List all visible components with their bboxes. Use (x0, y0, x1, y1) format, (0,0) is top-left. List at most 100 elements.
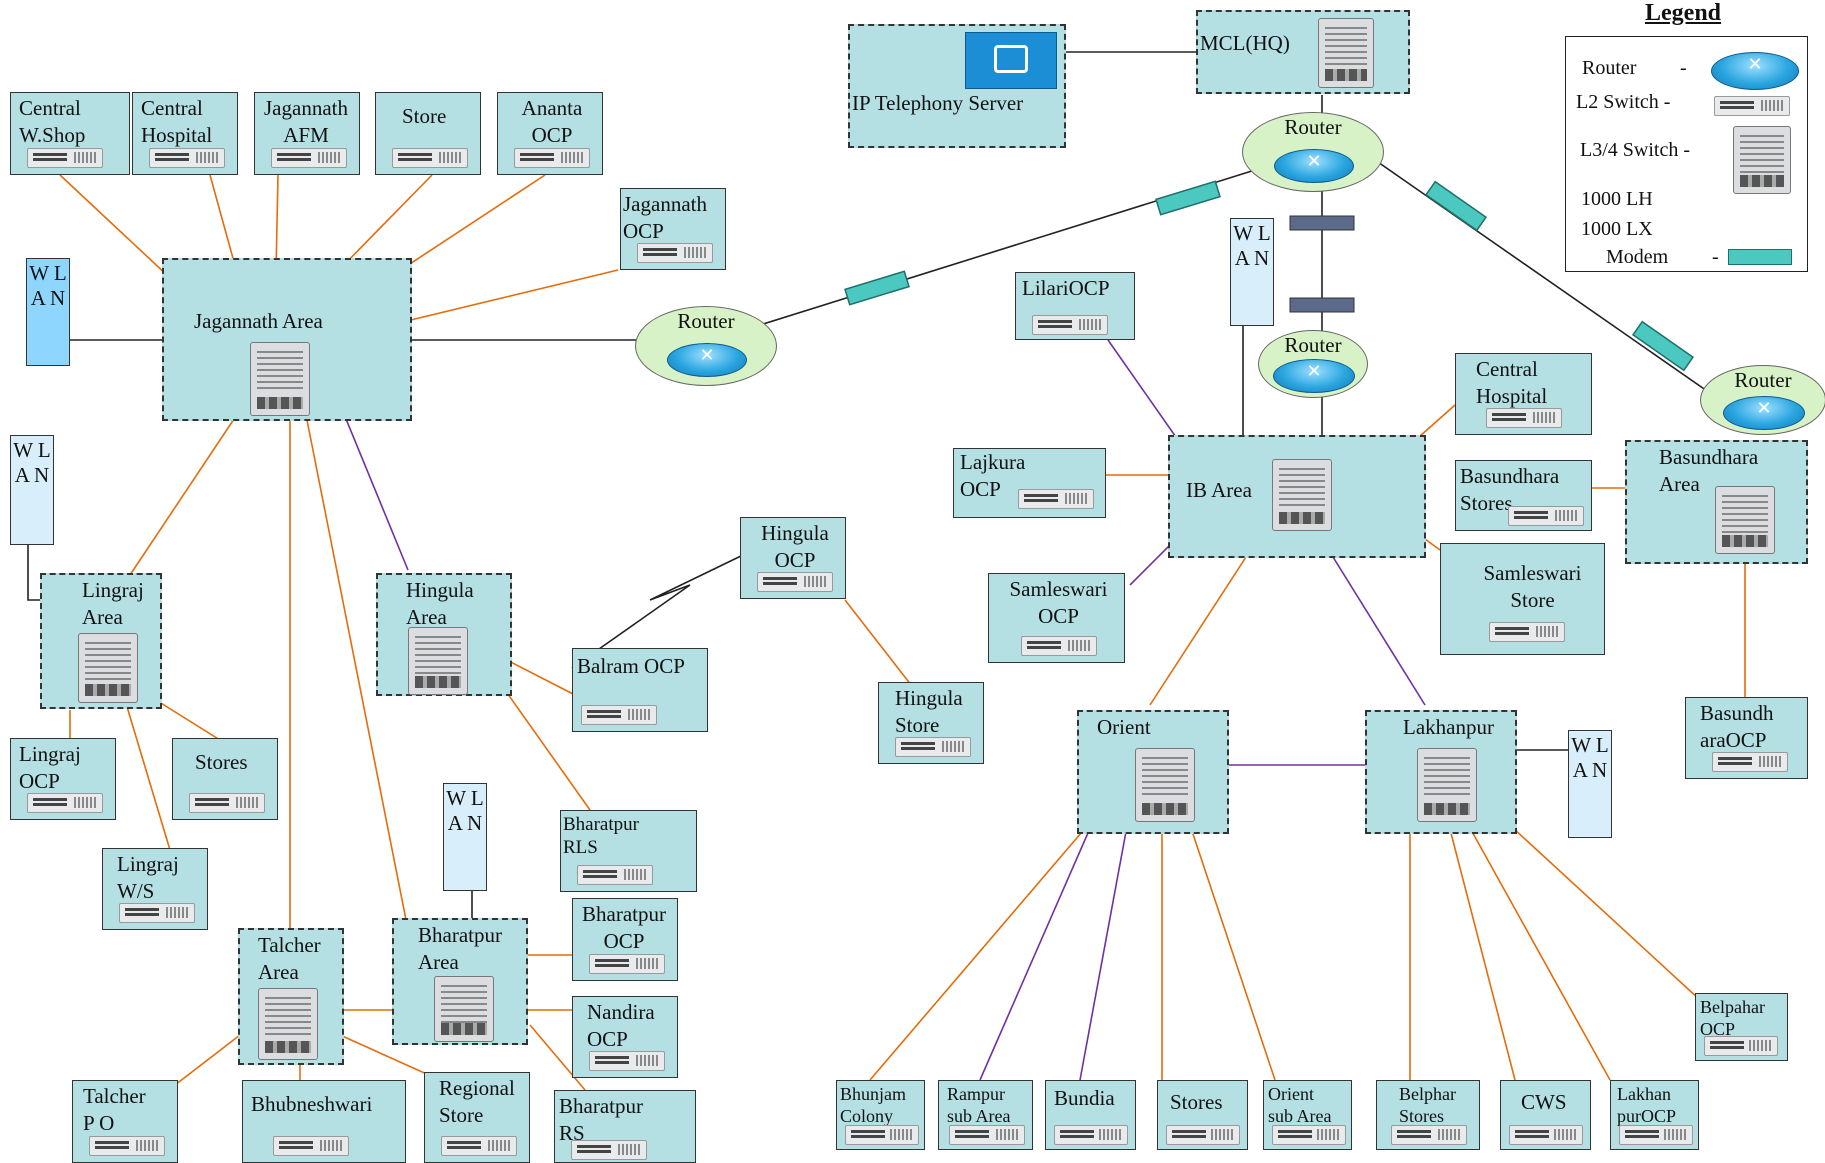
node-label: Balram OCP (577, 654, 685, 678)
router-icon (1273, 359, 1355, 393)
link-belpahar (1487, 804, 1701, 1001)
l2-switch-icon (271, 148, 347, 168)
node-label: Central W.Shop (19, 96, 86, 147)
wlan-jagannath: W L A N (26, 258, 70, 366)
link-orient-sub (1184, 809, 1276, 1081)
l3-switch-icon (434, 976, 494, 1042)
l2-switch-icon (1391, 1125, 1467, 1145)
ip-phone-icon (965, 32, 1057, 89)
node-label: Lingraj W/S (117, 852, 179, 903)
l2-switch-icon (1018, 489, 1094, 509)
node-label: Stores (1170, 1090, 1223, 1114)
l2-switch-icon (392, 148, 468, 168)
node-label: Bhubneshwari (251, 1092, 373, 1116)
legend-l3: L3/4 Switch - (1580, 139, 1690, 161)
router-ib: Router (1258, 330, 1368, 398)
l3-switch-icon (1318, 18, 1374, 88)
node-label: Regional Store (439, 1076, 515, 1127)
node-label: Lajkura OCP (960, 450, 1026, 501)
l3-switch-icon (250, 342, 310, 416)
node-orient: Orient (1077, 710, 1229, 834)
link-lingraj-area (119, 409, 241, 591)
node-bhubneshwari: Bhubneshwari (242, 1080, 406, 1163)
node-label: Jagannath Area (194, 309, 323, 333)
wlan-lakhanpur: W L A N (1568, 730, 1612, 838)
node-lingraj-area: Lingraj Area (40, 573, 162, 709)
node-central-hospital-ib: Central Hospital (1455, 353, 1592, 435)
modem-1 (844, 270, 910, 306)
node-lakhanpur-ocp: Lakhan purOCP (1610, 1080, 1699, 1150)
l2-switch-icon (89, 1136, 165, 1156)
modem-4 (1631, 320, 1695, 372)
link-regional-store (339, 1034, 441, 1081)
router-basundhara: Router (1700, 365, 1825, 435)
l2-switch-icon (581, 705, 657, 725)
l2-switch-icon (757, 572, 833, 592)
l2-switch-icon (1489, 622, 1565, 642)
legend-modem-dash: - (1712, 246, 1719, 268)
l2-switch-icon (441, 1136, 517, 1156)
node-central-hospital-j: Central Hospital (132, 92, 238, 175)
legend-lx: 1000 LX (1581, 218, 1653, 240)
node-label: Stores (195, 750, 248, 774)
link-hingula-store (844, 599, 916, 691)
mcl-hq: MCL(HQ) (1196, 10, 1410, 94)
node-label: Lingraj Area (82, 578, 144, 629)
node-label: Ananta OCP (521, 96, 583, 147)
wlan-ib: W L A N (1230, 218, 1274, 326)
l2-switch-icon (1509, 1125, 1583, 1145)
legend-router-icon (1711, 52, 1799, 90)
node-label: Central Hospital (1476, 357, 1548, 408)
node-jagannath-ocp: Jagannath OCP (620, 188, 726, 270)
node-label: Belpahar OCP (1700, 997, 1765, 1039)
router-jagannath-label: Router (677, 309, 735, 333)
node-bundia: Bundia (1045, 1080, 1136, 1150)
node-lajkura-ocp: Lajkura OCP (953, 448, 1106, 518)
l2-switch-icon (577, 865, 653, 885)
l2-switch-icon (1704, 1036, 1778, 1056)
node-hingula-ocp: Hingula OCP (740, 517, 846, 599)
node-store-j: Store (375, 92, 481, 175)
node-label: Store (402, 104, 447, 128)
modem-6 (1289, 297, 1355, 313)
node-label: Lakhan purOCP (1617, 1084, 1677, 1126)
legend-title: Legend (1645, 0, 1722, 26)
node-label: Bharatpur RLS (563, 814, 639, 858)
l3-switch-icon (1417, 748, 1477, 822)
l3-switch-icon (1135, 748, 1195, 822)
l2-switch-icon (514, 148, 590, 168)
node-lakhanpur: Lakhanpur (1365, 710, 1517, 834)
node-balram-ocp: Balram OCP (572, 648, 708, 732)
node-label: Basundhara Area (1659, 445, 1759, 496)
node-label: Bharatpur RS (559, 1094, 643, 1145)
node-label: Central Hospital (141, 96, 213, 147)
l3-switch-icon (1272, 459, 1332, 531)
node-talcher-area: Talcher Area (238, 928, 344, 1065)
node-ib-area: IB Area (1168, 435, 1426, 558)
node-basundhara-ocp: Basundh araOCP (1685, 697, 1808, 779)
node-label: Jagannath AFM (264, 96, 348, 147)
node-basundhara-stores: Basundhara Stores (1455, 460, 1592, 531)
link-rampur (979, 809, 1099, 1081)
node-basundhara-area: Basundhara Area (1625, 440, 1808, 564)
legend-l2-icon (1714, 96, 1790, 116)
node-regional-store: Regional Store (424, 1072, 530, 1163)
l2-switch-icon (189, 793, 265, 813)
node-talcher-po: Talcher P O (72, 1080, 178, 1163)
node-ananta-ocp: Ananta OCP (497, 92, 603, 175)
node-lilari-ocp: LilariOCP (1015, 272, 1135, 340)
l2-switch-icon (589, 1051, 665, 1071)
link-lilari (1107, 339, 1186, 451)
router-icon (1274, 149, 1354, 183)
node-lingraj-ocp: Lingraj OCP (10, 738, 116, 820)
node-central-wshop: Central W.Shop (10, 92, 130, 175)
link-talcher-po (174, 1034, 241, 1086)
node-bharatpur-area: Bharatpur Area (392, 918, 528, 1045)
l2-switch-icon (637, 243, 713, 263)
link-bharatpur-area (304, 409, 411, 941)
link-cws (1444, 809, 1516, 1081)
node-label: Basundh araOCP (1700, 701, 1774, 752)
modem-2 (1155, 180, 1221, 216)
l2-switch-icon (589, 954, 665, 974)
node-label: Talcher P O (83, 1084, 146, 1135)
